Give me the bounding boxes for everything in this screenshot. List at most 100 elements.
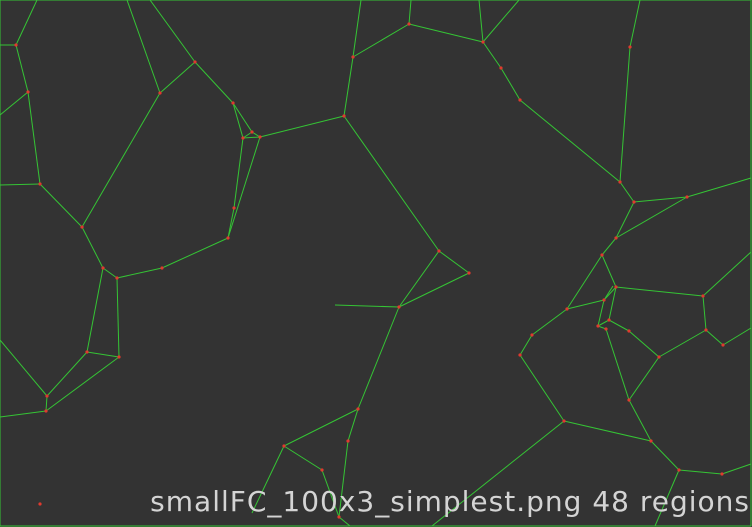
boundary-vertex: [628, 45, 632, 49]
boundary-edge: [343, 115, 440, 252]
boundary-vertex: [115, 276, 119, 280]
boundary-edge: [116, 267, 163, 279]
boundary-edge: [338, 516, 351, 527]
boundary-edge: [408, 0, 412, 25]
boundary-vertex: [704, 328, 708, 332]
boundary-edge: [519, 99, 621, 183]
boundary-edge: [603, 286, 617, 301]
boundary-edge: [39, 183, 83, 228]
boundary-edge: [482, 0, 520, 43]
boundary-edge: [232, 102, 253, 133]
boundary-edge: [678, 469, 723, 475]
boundary-vertex: [231, 101, 235, 105]
boundary-vertex: [14, 43, 18, 47]
boundary-edge: [334, 304, 400, 308]
boundary-vertex: [85, 350, 89, 354]
boundary-vertex: [241, 136, 245, 140]
boundary-edge: [531, 308, 568, 336]
boundary-edge: [658, 329, 707, 358]
boundary-edge: [227, 207, 235, 239]
boundary-vertex: [627, 329, 631, 333]
boundary-edge: [86, 267, 104, 353]
boundary-vertex: [604, 327, 608, 331]
boundary-edge: [233, 137, 244, 209]
boundary-vertex: [565, 307, 569, 311]
boundary-vertex: [232, 206, 236, 210]
boundary-edge: [619, 46, 631, 183]
boundary-vertex: [44, 409, 48, 413]
boundary-edge: [352, 0, 362, 58]
boundary-vertex: [226, 236, 230, 240]
boundary-edge: [159, 61, 196, 94]
boundary-vertex: [38, 502, 42, 506]
boundary-edge: [116, 277, 120, 358]
boundary-edge: [605, 328, 630, 401]
boundary-edge: [597, 299, 605, 327]
boundary-edge: [232, 102, 244, 139]
boundary-edge: [702, 295, 707, 331]
boundary-vertex: [337, 515, 341, 519]
boundary-edge: [603, 285, 614, 301]
boundary-edge: [615, 286, 704, 297]
boundary-edge: [563, 420, 652, 442]
boundary-edge: [357, 306, 400, 410]
boundary-vertex: [657, 355, 661, 359]
boundary-edge: [722, 327, 752, 346]
boundary-vertex: [499, 66, 503, 70]
boundary-edge: [615, 196, 688, 239]
boundary-edge: [615, 201, 635, 239]
boundary-edge: [482, 41, 502, 69]
boundary-vertex: [346, 439, 350, 443]
boundary-edge: [629, 0, 641, 48]
boundary-edge: [686, 177, 752, 198]
boundary-edge: [149, 0, 196, 63]
boundary-edge: [161, 237, 229, 269]
boundary-edge: [398, 250, 440, 308]
boundary-vertex: [437, 249, 441, 253]
boundary-vertex: [397, 305, 401, 309]
boundary-vertex: [117, 355, 121, 359]
boundary-vertex: [38, 182, 42, 186]
boundary-edge: [519, 334, 533, 356]
boundary-vertex: [158, 91, 162, 95]
boundary-edge: [86, 351, 120, 358]
boundary-vertex: [250, 130, 254, 134]
boundary-vertex: [26, 90, 30, 94]
boundary-edge: [628, 356, 660, 401]
boundary-vertices: [14, 22, 725, 519]
boundary-edge: [27, 91, 41, 185]
boundary-edge: [194, 61, 234, 104]
boundary-edge: [45, 395, 48, 412]
boundary-edge: [259, 115, 345, 138]
boundary-edge: [438, 250, 470, 274]
boundary-edge: [628, 399, 652, 442]
boundary-vertex: [632, 200, 636, 204]
boundary-edge: [251, 445, 285, 514]
boundary-vertex: [721, 343, 725, 347]
boundary-edge: [0, 183, 41, 186]
boundary-vertex: [596, 324, 600, 328]
boundary-vertex: [342, 114, 346, 118]
boundary-edge: [81, 92, 161, 228]
boundary-edge: [81, 226, 104, 269]
boundary-vertex: [407, 22, 411, 26]
boundary-vertex: [518, 353, 522, 357]
boundary-vertex: [607, 318, 611, 322]
boundary-edge: [519, 354, 565, 422]
boundary-edge: [705, 329, 724, 346]
boundary-edge: [343, 56, 354, 117]
boundary-vertex: [160, 266, 164, 270]
boundary-edge: [352, 23, 410, 58]
boundary-edge: [500, 67, 521, 101]
boundary-vertex: [351, 55, 355, 59]
boundary-edge: [650, 440, 680, 471]
boundary-edge: [633, 196, 688, 203]
boundary-edge: [242, 131, 253, 139]
boundary-edge: [102, 267, 118, 279]
boundary-vertex: [101, 266, 105, 270]
boundary-vertex: [356, 407, 360, 411]
boundary-vertex: [193, 60, 197, 64]
boundary-edge: [398, 272, 470, 308]
